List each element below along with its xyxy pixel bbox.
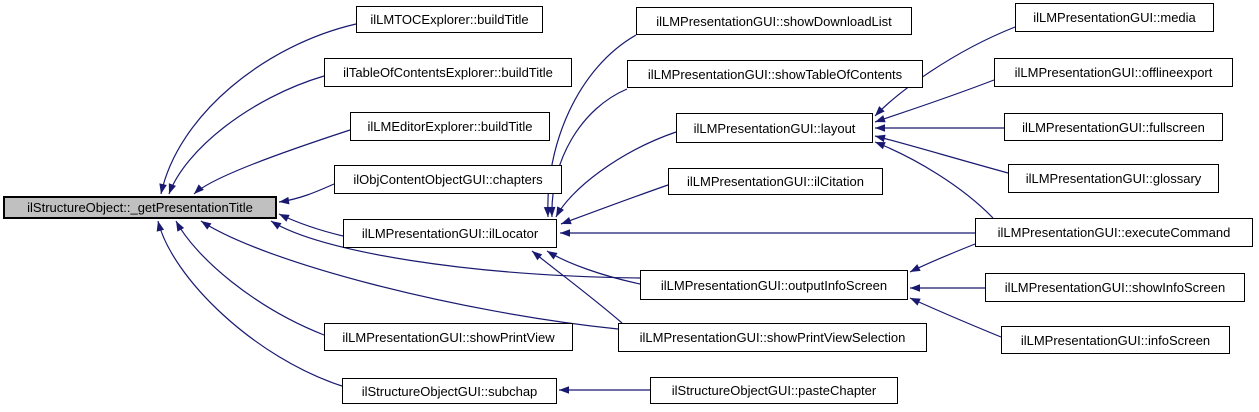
arrowhead-ilCitation-to-ilLocator bbox=[561, 216, 572, 225]
arrowhead-lmEditorBuildTitle-to-getPresentationTitle bbox=[194, 184, 204, 194]
graph-node-showDownloadList[interactable]: ilLMPresentationGUI::showDownloadList bbox=[636, 7, 912, 35]
arrowhead-outputInfoScreen-to-getPresentationTitle bbox=[271, 221, 282, 230]
edge-showTableOfContents-to-ilLocator bbox=[551, 88, 628, 218]
arrowhead-executeCommand-to-outputInfoScreen bbox=[910, 264, 921, 272]
node-label: ilLMPresentationGUI::glossary bbox=[1025, 171, 1202, 186]
node-label: ilLMPresentationGUI::infoScreen bbox=[1020, 332, 1211, 348]
edge-ilLocator-to-getPresentationTitle bbox=[278, 213, 344, 237]
edge-executeCommand-to-layout bbox=[874, 141, 994, 219]
arrowhead-infoScreen-to-outputInfoScreen bbox=[910, 298, 921, 306]
edge-showPrintViewSelection-to-getPresentationTitle bbox=[200, 220, 619, 330]
graph-node-offlineexport[interactable]: ilLMPresentationGUI::offlineexport bbox=[994, 58, 1233, 87]
graph-node-tocExplorerBuildTitle[interactable]: ilTableOfContentsExplorer::buildTitle bbox=[324, 58, 572, 87]
arrowhead-showPrintViewSelection-to-getPresentationTitle bbox=[201, 221, 212, 230]
arrowhead-chapters-to-getPresentationTitle bbox=[279, 196, 290, 205]
edge-outputInfoScreen-to-getPresentationTitle bbox=[270, 220, 641, 279]
arrowhead-outputInfoScreen-to-ilLocator bbox=[547, 251, 558, 260]
arrowhead-ilLocator-to-getPresentationTitle bbox=[279, 214, 290, 222]
node-label: ilLMPresentationGUI::executeCommand bbox=[997, 225, 1231, 240]
graph-node-showPrintViewSelection[interactable]: ilLMPresentationGUI::showPrintViewSelect… bbox=[618, 323, 927, 352]
arrowhead-showPrintView-to-getPresentationTitle bbox=[176, 221, 185, 232]
arrowhead-pasteChapter-to-subchap bbox=[559, 386, 569, 394]
graph-node-media[interactable]: ilLMPresentationGUI::media bbox=[1015, 3, 1214, 32]
arrowhead-executeCommand-to-ilLocator bbox=[560, 229, 570, 237]
edge-lmEditorBuildTitle-to-getPresentationTitle bbox=[193, 129, 351, 195]
node-label: ilLMPresentationGUI::fullscreen bbox=[1022, 119, 1205, 135]
graph-node-getPresentationTitle: ilStructureObject::_getPresentationTitle bbox=[3, 196, 277, 219]
node-label: ilLMPresentationGUI::showDownloadList bbox=[656, 13, 892, 29]
graph-node-showTableOfContents[interactable]: ilLMPresentationGUI::showTableOfContents bbox=[627, 60, 923, 88]
arrowhead-subchap-to-getPresentationTitle bbox=[156, 221, 165, 232]
arrowhead-offlineexport-to-layout bbox=[875, 115, 886, 123]
graph-node-infoScreen[interactable]: ilLMPresentationGUI::infoScreen bbox=[1001, 326, 1230, 354]
node-label: ilLMPresentationGUI::media bbox=[1033, 10, 1196, 25]
graph-node-layout[interactable]: ilLMPresentationGUI::layout bbox=[676, 113, 873, 143]
arrowhead-media-to-layout bbox=[875, 106, 885, 116]
graph-node-lmtocBuildTitle[interactable]: ilLMTOCExplorer::buildTitle bbox=[356, 6, 543, 33]
graph-node-outputInfoScreen[interactable]: ilLMPresentationGUI::outputInfoScreen bbox=[640, 270, 908, 300]
graph-node-chapters[interactable]: ilObjContentObjectGUI::chapters bbox=[334, 165, 562, 194]
node-label: ilLMPresentationGUI::ilCitation bbox=[686, 174, 865, 189]
node-label: ilLMPresentationGUI::showTableOfContents bbox=[647, 66, 903, 82]
edge-tocExplorerBuildTitle-to-getPresentationTitle bbox=[168, 75, 325, 195]
arrowhead-glossary-to-layout bbox=[875, 134, 886, 143]
graph-node-showInfoScreen[interactable]: ilLMPresentationGUI::showInfoScreen bbox=[985, 273, 1245, 302]
node-label: ilLMEditorExplorer::buildTitle bbox=[367, 119, 533, 134]
graph-node-pasteChapter[interactable]: ilStructureObjectGUI::pasteChapter bbox=[650, 377, 898, 404]
edge-layout-to-ilLocator bbox=[555, 131, 677, 218]
node-label: ilObjContentObjectGUI::chapters bbox=[353, 172, 543, 187]
edge-glossary-to-layout bbox=[874, 135, 1009, 174]
node-label: ilLMPresentationGUI::ilLocator bbox=[361, 226, 539, 241]
arrowhead-showPrintViewSelection-to-ilLocator bbox=[532, 251, 543, 261]
graph-node-subchap[interactable]: ilStructureObjectGUI::subchap bbox=[342, 378, 557, 404]
arrowhead-tocExplorerBuildTitle-to-getPresentationTitle bbox=[168, 183, 176, 194]
graph-node-ilCitation[interactable]: ilLMPresentationGUI::ilCitation bbox=[668, 168, 883, 195]
edge-media-to-layout bbox=[874, 26, 1016, 117]
arrowhead-lmtocBuildTitle-to-getPresentationTitle bbox=[159, 183, 167, 194]
node-label: ilStructureObjectGUI::pasteChapter bbox=[671, 383, 877, 398]
edge-lmtocBuildTitle-to-getPresentationTitle bbox=[160, 23, 357, 195]
node-label: ilStructureObjectGUI::subchap bbox=[361, 383, 538, 399]
node-label: ilLMPresentationGUI::offlineexport bbox=[1014, 65, 1213, 80]
graph-node-fullscreen[interactable]: ilLMPresentationGUI::fullscreen bbox=[1004, 113, 1223, 141]
graph-node-ilLocator[interactable]: ilLMPresentationGUI::ilLocator bbox=[343, 219, 557, 248]
node-label: ilLMPresentationGUI::showPrintViewSelect… bbox=[639, 330, 906, 345]
node-label: ilLMPresentationGUI::showInfoScreen bbox=[1004, 280, 1226, 295]
edge-subchap-to-getPresentationTitle bbox=[157, 220, 343, 387]
node-label: ilLMPresentationGUI::showPrintView bbox=[342, 329, 555, 345]
edge-executeCommand-to-outputInfoScreen bbox=[909, 243, 976, 273]
arrowhead-executeCommand-to-layout bbox=[875, 142, 886, 150]
graph-node-lmEditorBuildTitle[interactable]: ilLMEditorExplorer::buildTitle bbox=[350, 112, 550, 141]
arrowhead-fullscreen-to-layout bbox=[875, 124, 885, 132]
graph-node-showPrintView[interactable]: ilLMPresentationGUI::showPrintView bbox=[324, 323, 573, 351]
arrowhead-showTableOfContents-to-ilLocator bbox=[547, 206, 556, 217]
graph-node-executeCommand[interactable]: ilLMPresentationGUI::executeCommand bbox=[975, 218, 1253, 247]
edge-outputInfoScreen-to-ilLocator bbox=[546, 250, 641, 285]
node-label: ilStructureObject::_getPresentationTitle bbox=[27, 200, 253, 215]
node-label: ilLMTOCExplorer::buildTitle bbox=[370, 12, 529, 27]
node-label: ilTableOfContentsExplorer::buildTitle bbox=[343, 65, 553, 80]
edge-showPrintViewSelection-to-ilLocator bbox=[531, 250, 623, 324]
arrowhead-layout-to-ilLocator bbox=[556, 206, 564, 217]
edge-showPrintView-to-getPresentationTitle bbox=[175, 220, 325, 336]
graph-node-glossary[interactable]: ilLMPresentationGUI::glossary bbox=[1008, 164, 1219, 193]
node-label: ilLMPresentationGUI::layout bbox=[693, 120, 856, 136]
arrowhead-showInfoScreen-to-outputInfoScreen bbox=[910, 284, 920, 292]
node-label: ilLMPresentationGUI::outputInfoScreen bbox=[660, 277, 888, 293]
